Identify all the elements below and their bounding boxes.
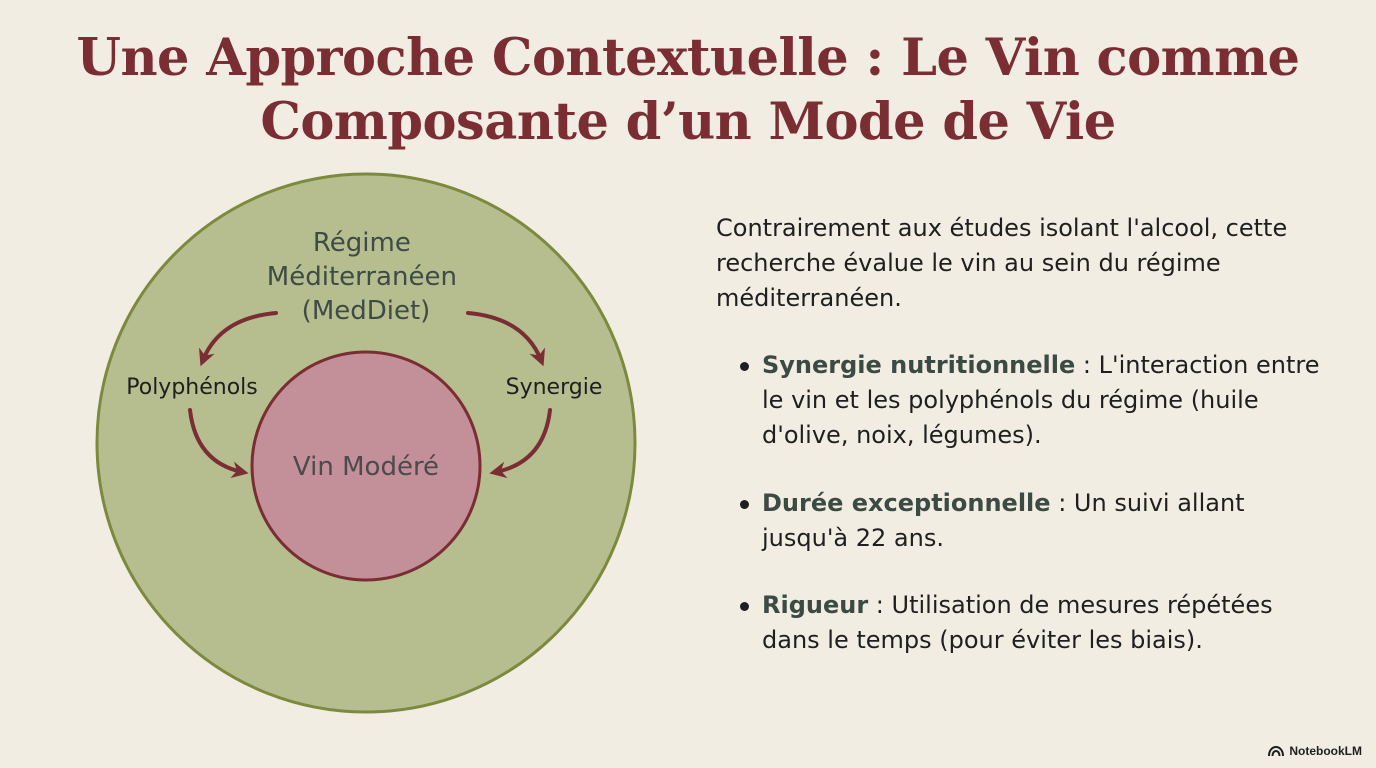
bullet-text: : Un suivi allant jusqu'à 22 ans.: [762, 489, 1245, 552]
notebooklm-branding: NotebookLM: [1268, 744, 1362, 758]
outer-label-line-3: (MedDiet): [302, 296, 431, 326]
bullet-term: Synergie nutritionnelle: [762, 351, 1076, 379]
bullet-text: : Utilisation de mesures répétées dans l…: [762, 591, 1273, 654]
list-item: Rigueur : Utilisation de mesures répétée…: [740, 588, 1330, 658]
bullet-dot-icon: [740, 500, 749, 509]
inner-circle-wine: [250, 350, 482, 582]
outer-label: Régime Méditerranéen (MedDiet): [267, 228, 465, 326]
bullet-dot-icon: [740, 362, 749, 371]
outer-label-line-2: Méditerranéen: [267, 262, 457, 292]
title-line-1: Une Approche Contextuelle : Le Vin comme: [76, 28, 1300, 88]
notebooklm-logo-icon: [1268, 745, 1285, 756]
bullet-text: : L'interaction entre le vin et les poly…: [762, 351, 1320, 449]
page-title: Une Approche Contextuelle : Le Vin comme…: [0, 26, 1376, 154]
arrow-curve-bottom-right: [489, 408, 552, 479]
arrow-curve-top-right: [466, 311, 545, 367]
arrow-curve-bottom-left: [188, 408, 249, 479]
bullet-term: Rigueur: [762, 591, 869, 619]
intro-paragraph: Contrairement aux études isolant l'alcoo…: [716, 214, 1288, 312]
outer-label-line-1: Régime: [313, 228, 411, 258]
left-label: Polyphénols: [126, 375, 258, 400]
brand-label: NotebookLM: [1289, 744, 1362, 758]
title-line-2: Composante d’un Mode de Vie: [260, 92, 1116, 152]
list-item: Synergie nutritionnelle : L'interaction …: [740, 348, 1330, 453]
bullet-dot-icon: [740, 602, 749, 611]
right-label: Synergie: [506, 375, 603, 400]
key-points-list: Synergie nutritionnelle : L'interaction …: [740, 348, 1330, 691]
bullet-term: Durée exceptionnelle: [762, 489, 1051, 517]
arrow-curve-top-left: [199, 311, 278, 367]
inner-label: Vin Modéré: [293, 452, 439, 482]
list-item: Durée exceptionnelle : Un suivi allant j…: [740, 486, 1330, 556]
